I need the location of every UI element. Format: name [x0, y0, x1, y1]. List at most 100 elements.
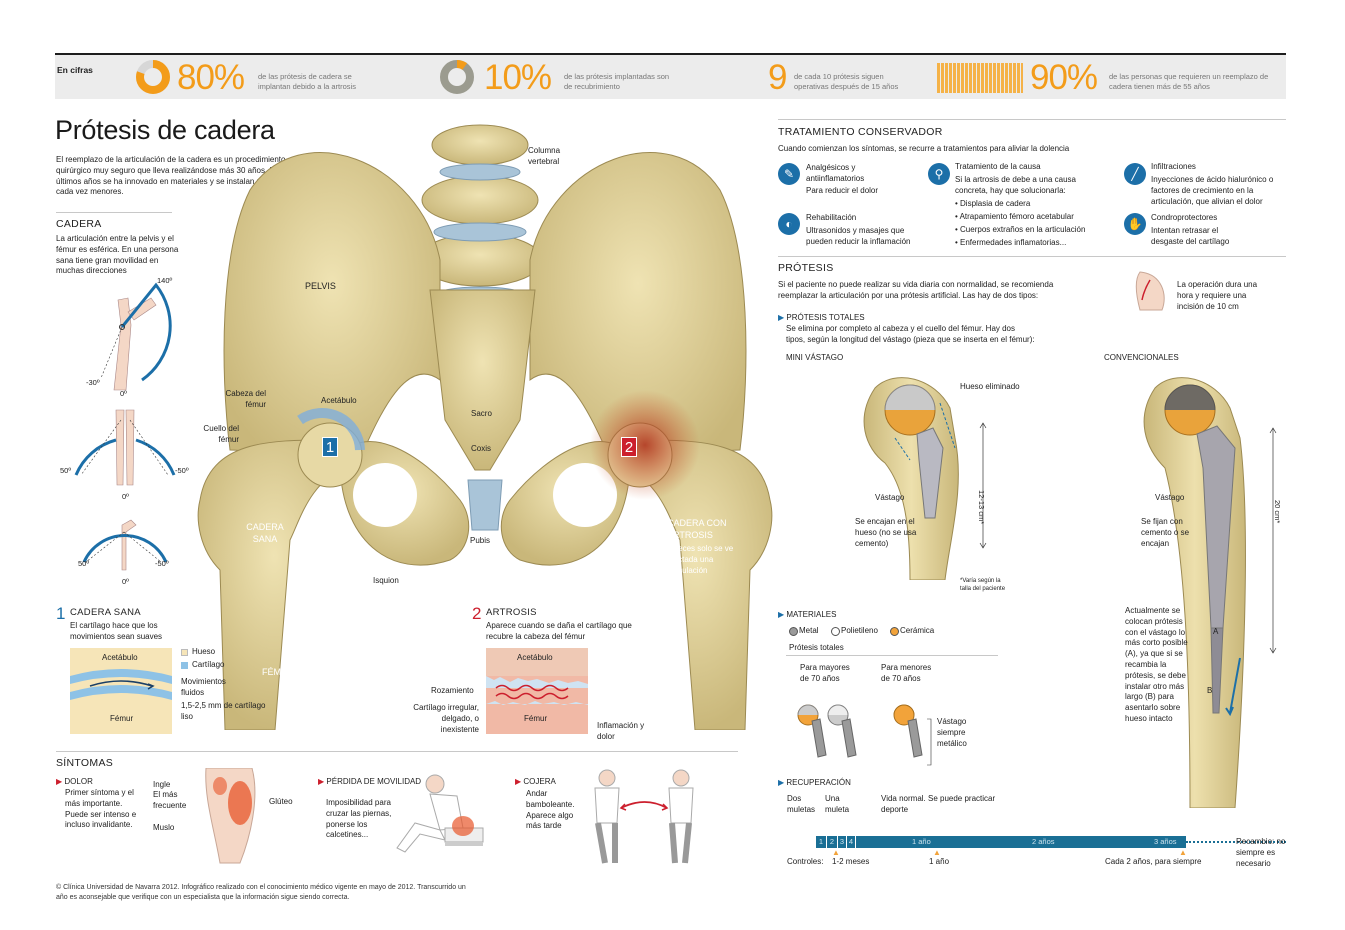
sitting-person-illustration: [396, 774, 484, 853]
triangle-icon: ▶: [778, 610, 785, 619]
recup-recambio: Recambio: no siempre es necesario: [1236, 837, 1286, 868]
stat-10-text: de las prótesis implantadas son de recub…: [564, 72, 670, 91]
mini-hueso: Hueso eliminado: [960, 382, 1020, 391]
timeline-y1: 1 año: [912, 837, 931, 846]
stats-bar: En cifras 80% de las prótesis de cadera …: [55, 53, 1286, 99]
label-cabeza: Cabeza del fémur: [225, 389, 266, 409]
conv-a: A: [1213, 627, 1219, 636]
recup-vida: Vida normal. Se puede practicar deporte: [881, 794, 996, 814]
label-cadera-artrosis: CADERA CON ARTROSIS: [667, 518, 727, 540]
intro-text: El reemplazo de la articulación de la ca…: [56, 155, 292, 197]
pill-icon: ✎: [778, 163, 800, 185]
conventional-stem-illustration: [1143, 377, 1277, 808]
analg-title: Analgésicos y antiinflamatorios: [806, 163, 865, 183]
marker-triangle-icon: ▲: [832, 848, 840, 857]
condro-title: Condroprotectores: [1151, 213, 1218, 222]
timeline-step-4: 4: [847, 836, 855, 848]
syringe-icon: ╱: [1124, 163, 1146, 185]
materiales-title: ▶ MATERIALES: [778, 610, 836, 621]
sana-diagram: [70, 648, 172, 734]
sana-num: 1: [56, 604, 66, 623]
perdida-text: Imposibilidad para cruzar las piernas, p…: [326, 798, 392, 840]
label-artrosis-note: A veces solo se ve afectada una articula…: [667, 544, 734, 575]
timeline-step-3: 3: [838, 836, 846, 848]
label-pubis: Pubis: [470, 536, 491, 545]
dolor-frecuente: El más frecuente: [153, 790, 187, 810]
dolor-text: Primer síntoma y el más importante. Pued…: [65, 788, 137, 830]
angle-0c: 0º: [122, 577, 129, 586]
sana-femur: Fémur: [110, 714, 134, 723]
legend-cartilago: Cartílago: [192, 660, 225, 669]
mini-medida: 12-13 cm*: [977, 490, 986, 525]
art-inflamacion: Inflamación y dolor: [597, 721, 645, 741]
marker-1: 1: [322, 437, 338, 457]
dolor-title: ▶ DOLOR: [56, 777, 93, 788]
stat-9-text: de cada 10 prótesis siguen operativas de…: [794, 72, 899, 91]
triangle-icon: ▶: [56, 777, 63, 786]
hand-icon: ✋: [1124, 213, 1146, 235]
angle-minus50b: -50º: [155, 559, 169, 568]
angle-50b: 50º: [78, 559, 90, 568]
cojera-title-text: COJERA: [523, 777, 556, 786]
analg-text: Para reducir el dolor: [806, 186, 879, 195]
pelvis-illustration: [197, 124, 773, 730]
legend-hueso: Hueso: [192, 647, 216, 656]
timeline-y2: 2 años: [1032, 837, 1055, 846]
stat-90-text: de las personas que requieren un reempla…: [1109, 72, 1269, 91]
recup-c3: Cada 2 años, para siempre: [1105, 857, 1202, 866]
marker-triangle-icon: ▲: [933, 848, 941, 857]
mini-stem-illustration: [863, 377, 987, 580]
material-polietileno-swatch: [831, 627, 840, 636]
angle-minus30: -30º: [86, 378, 100, 387]
leg-pain-illustration: [205, 768, 256, 864]
sana-mm: 1,5-2,5 mm de cartílago liso: [181, 701, 266, 721]
recup-dos: Dos muletas: [787, 794, 816, 814]
sintomas-heading: SÍNTOMAS: [56, 757, 114, 769]
label-cadera-sana: CADERA SANA: [246, 522, 284, 544]
material-metal-swatch: [789, 627, 798, 636]
art-acetabulo: Acetábulo: [517, 653, 553, 662]
timeline-bar: 1 año 2 años 3 años: [856, 836, 1186, 848]
materiales-mayores: Para mayores de 70 años: [800, 663, 850, 683]
donut-80-icon: [136, 60, 170, 94]
materiales-menores: Para menores de 70 años: [881, 663, 932, 683]
causa-item-1: • Displasia de cadera: [955, 199, 1031, 208]
legend-hueso-swatch: [181, 649, 188, 656]
mini-encajan: Se encajan en el hueso (no se usa cement…: [855, 517, 917, 548]
triangle-icon: ▶: [778, 778, 785, 787]
perdida-title-text: PÉRDIDA DE MOVILIDAD: [326, 777, 422, 786]
recuperacion-title: ▶ RECUPERACIÓN: [778, 778, 851, 789]
page-title: Prótesis de cadera: [55, 115, 275, 145]
triangle-icon: ▶: [778, 313, 785, 322]
marker-2: 2: [621, 437, 637, 457]
conv-vastago: Vástago: [1155, 493, 1185, 502]
ultrasound-icon: ◐: [778, 213, 800, 235]
artrosis-diagram: [486, 648, 588, 734]
stat-10: 10%: [484, 58, 552, 97]
materiales-vastago: Vástago siempre metálico: [937, 717, 967, 748]
timeline-y3: 3 años: [1154, 837, 1177, 846]
tratamiento-heading: TRATAMIENTO CONSERVADOR: [778, 126, 943, 138]
stat-80: 80%: [177, 58, 245, 97]
limping-illustration: [594, 769, 694, 864]
dolor-muslo: Muslo: [153, 823, 175, 832]
perdida-title: ▶ PÉRDIDA DE MOVILIDAD: [318, 777, 421, 788]
angle-50a: 50º: [60, 466, 72, 475]
label-femur: FÉMUR: [262, 667, 294, 677]
cadera-heading: CADERA: [56, 218, 102, 230]
protesis-heading: PRÓTESIS: [778, 262, 834, 274]
footer-note: © Clínica Universidad de Navarra 2012. I…: [56, 884, 466, 901]
conv-fijan: Se fijan con cemento o se encajan: [1141, 517, 1190, 548]
sana-heading: CADERA SANA: [70, 607, 141, 618]
totales-title: ▶ PRÓTESIS TOTALES: [778, 313, 865, 324]
sana-movimientos: Movimientos fluidos: [181, 677, 226, 697]
angle-0b: 0º: [122, 492, 129, 501]
triangle-icon: ▶: [318, 777, 325, 786]
timeline-dotted: [1186, 841, 1286, 843]
condro-text: Intentan retrasar el desgaste del cartíl…: [1151, 226, 1230, 246]
causa-item-3: • Cuerpos extraños en la articulación: [955, 225, 1086, 234]
art-text: Aparece cuando se daña el cartílago que …: [486, 621, 632, 641]
angle-0a: 0º: [120, 389, 127, 398]
angle-140: 140º: [157, 276, 173, 285]
stat-9: 9: [768, 58, 787, 97]
